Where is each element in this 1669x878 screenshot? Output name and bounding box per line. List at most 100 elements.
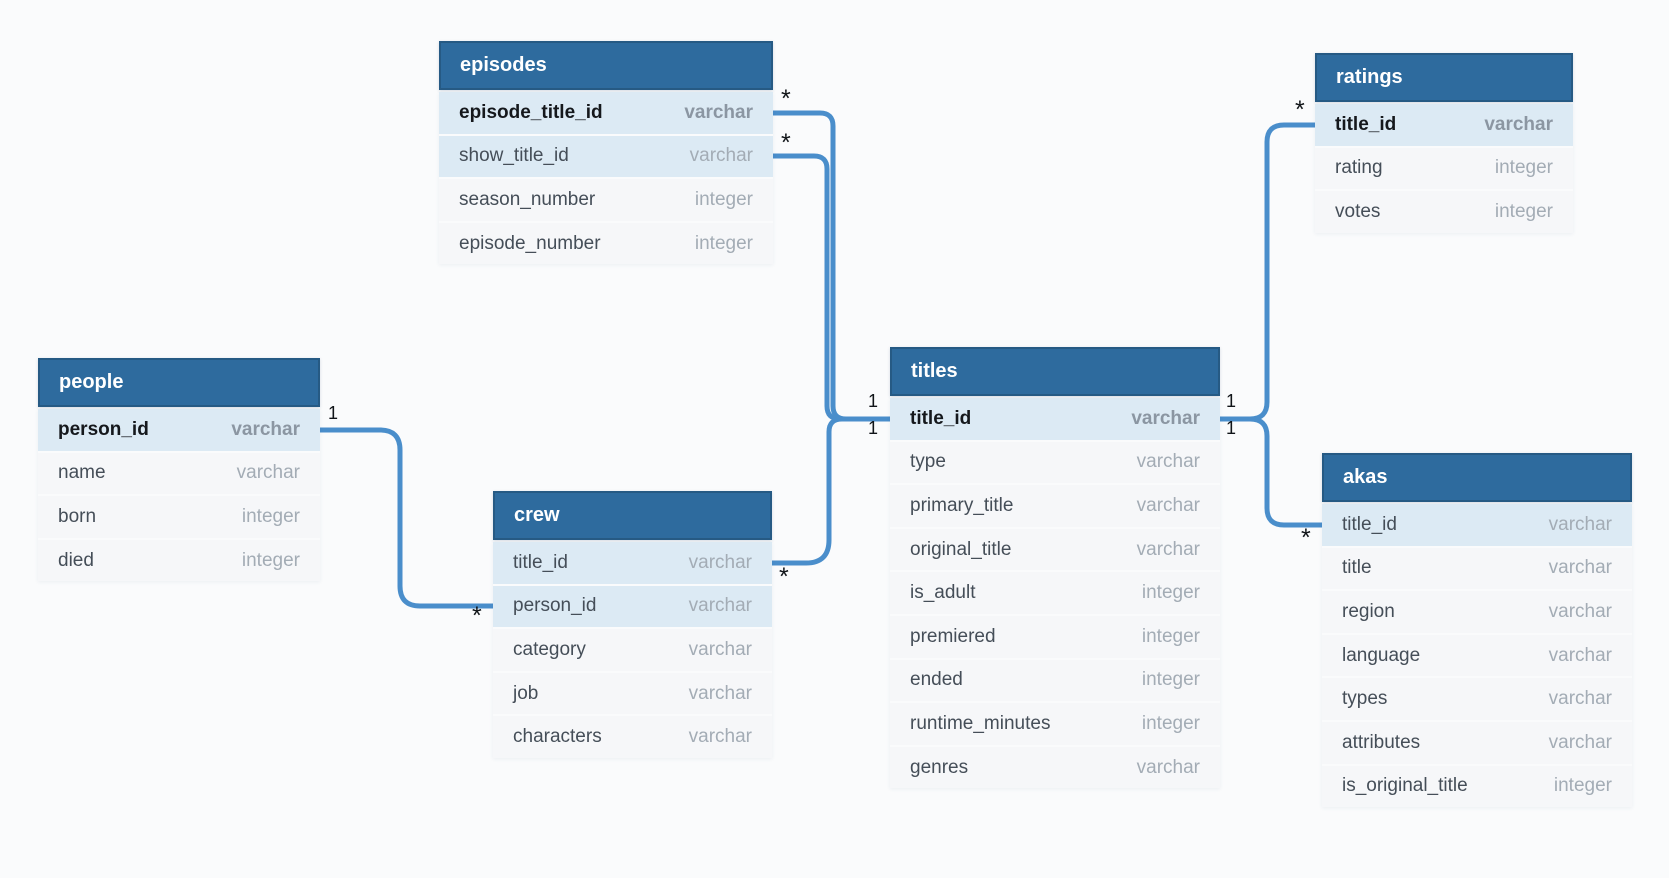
column-type: varchar [689,145,753,167]
column-type: varchar [1136,451,1200,473]
column-title_id[interactable]: title_id varchar [890,398,1220,440]
column-ended[interactable]: ended integer [890,659,1220,702]
column-type: varchar [1136,494,1200,516]
column-type: varchar [688,682,752,704]
column-type: integer [1141,625,1200,647]
column-name: premiered [910,625,996,647]
column-premiered[interactable]: premiered integer [890,615,1220,658]
table-header-episodes[interactable]: episodes [439,41,773,90]
cardinality-episodes-episode_title_id: * [781,85,791,113]
column-type: integer [1141,712,1200,734]
column-name: show_title_id [459,145,569,167]
cardinality-crew-person_id: * [472,602,482,630]
column-name: person_id [513,595,597,617]
column-primary_title[interactable]: primary_title varchar [890,485,1220,527]
column-name: episode_title_id [459,101,603,123]
column-name: is_adult [910,582,976,604]
table-header-ratings[interactable]: ratings [1315,53,1573,102]
column-type: integer [694,232,753,254]
table-header-titles[interactable]: titles [890,347,1220,396]
column-name: job [513,682,539,704]
column-name: died [58,549,94,571]
column-name: region [1342,600,1395,622]
cardinality-titles-right-lower: 1 [1226,418,1237,438]
column-name: title_id [513,551,568,573]
cardinality-crew-title_id: * [779,563,789,591]
column-name: ended [910,669,963,691]
table-header-people[interactable]: people [38,358,320,407]
wire-titles-title_id--ratings-title_id [1220,122,1315,422]
column-type: varchar [1548,731,1612,753]
cardinality-ratings-title_id: * [1295,96,1305,124]
column-type: varchar [1548,688,1612,710]
column-type: integer [1141,669,1200,691]
column-name: attributes [1342,731,1421,753]
column-name: title [1342,557,1372,579]
column-name: primary_title [910,494,1014,516]
column-type: varchar [1548,513,1612,535]
column-types[interactable]: types varchar [1322,678,1632,720]
column-type: varchar [688,595,752,617]
table-header-crew[interactable]: crew [493,491,772,540]
column-type: varchar [1548,644,1612,666]
column-name: title_id [910,407,972,429]
wire-people-person_id--crew-person_id [320,427,493,609]
column-person_id[interactable]: person_id varchar [493,585,772,628]
column-job[interactable]: job varchar [493,672,772,715]
column-name: characters [513,726,602,748]
column-type: integer [694,188,753,210]
wire-titles-title_id--akas-title_id [1220,416,1322,528]
column-name: born [58,505,97,527]
column-show_title_id[interactable]: show_title_id varchar [439,135,773,178]
table-header-akas[interactable]: akas [1322,453,1632,502]
column-region[interactable]: region varchar [1322,591,1632,633]
column-attributes[interactable]: attributes varchar [1322,721,1632,764]
wire-crew-title_id--titles-title_id [772,416,890,566]
column-name: season_number [459,188,596,210]
column-season_number[interactable]: season_number integer [439,179,773,221]
column-name: category [513,638,586,660]
column-type: integer [1553,775,1612,797]
column-name: types [1342,688,1388,710]
column-type: integer [1494,157,1553,179]
column-type: varchar [231,418,300,440]
column-type: varchar [1548,600,1612,622]
column-type: varchar [1131,407,1200,429]
cardinality-titles-left-lower: 1 [868,418,879,438]
column-type: varchar [1136,538,1200,560]
